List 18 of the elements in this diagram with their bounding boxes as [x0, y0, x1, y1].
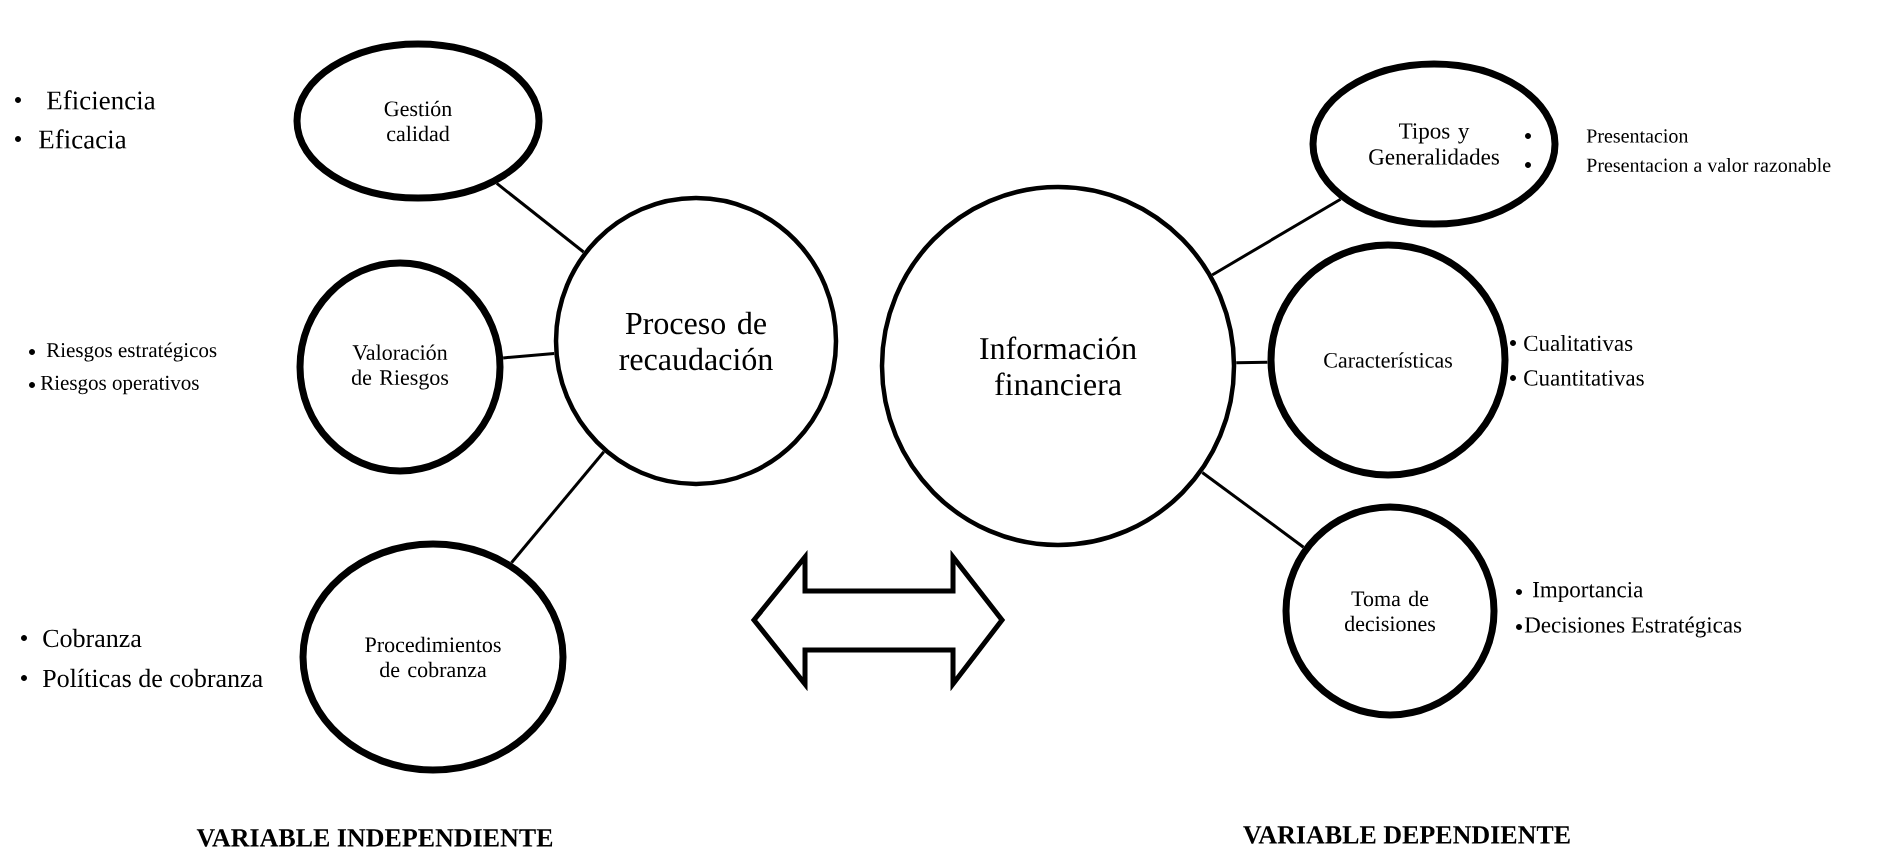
list-item: Cuantitativas	[1510, 370, 1644, 386]
list-item: Políticas de cobranza	[21, 668, 263, 688]
list-item: Cobranza	[21, 628, 142, 648]
list-item: Eficiencia	[15, 90, 156, 110]
connector-line	[1201, 471, 1305, 549]
connector-line	[510, 450, 606, 564]
connector-line	[503, 351, 555, 360]
connector-line	[1236, 360, 1268, 365]
list-item: Decisiones Estratégicas	[1516, 616, 1742, 638]
list-item: Riesgos estratégicos	[29, 342, 217, 362]
variable-heading: VARIABLE INDEPENDIENTE	[196, 829, 553, 847]
variable-heading: VARIABLE DEPENDIENTE	[1243, 826, 1570, 844]
list-item: Eficacia	[15, 129, 127, 149]
connector-line	[1211, 197, 1342, 277]
list-item: Riesgos operativos	[29, 375, 199, 395]
list-item: Importancia	[1516, 581, 1644, 603]
list-item: Cualitativas	[1510, 334, 1633, 352]
connector-line	[495, 182, 585, 254]
